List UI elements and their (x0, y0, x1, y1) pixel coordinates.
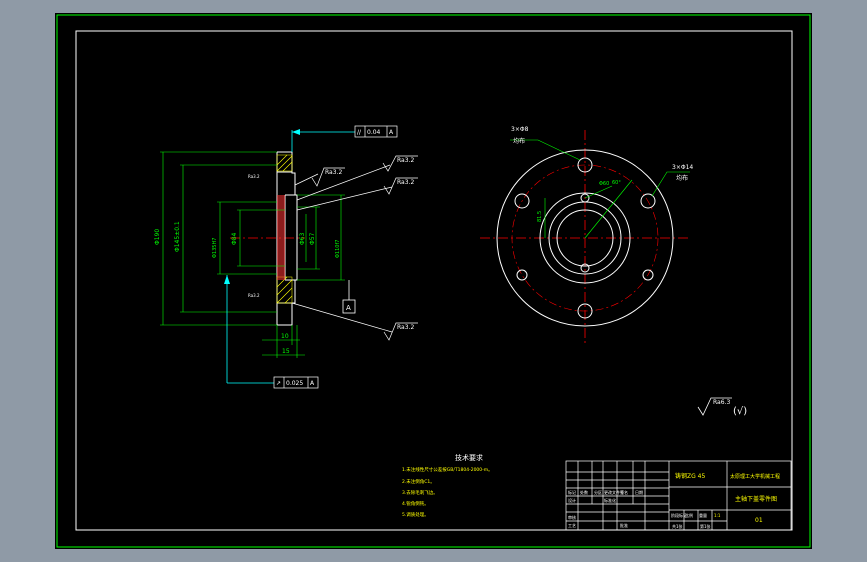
dim-d3: Φ135H7 (212, 238, 218, 258)
dim-half: 81.5 (537, 211, 543, 222)
general-roughness-value: Ra6.3 (713, 399, 730, 406)
tb-role-1: 审核 (568, 514, 576, 520)
tb-sheets-total: 共1张 (672, 523, 683, 529)
diameter-dims (160, 151, 345, 326)
tb-role-2: 工艺 (568, 523, 576, 528)
hole-label-2: 3×Φ14 (672, 164, 693, 171)
tb-school: 太原理工大学机械工程 (730, 473, 780, 480)
dim-d2: Φ145±0.1 (174, 221, 181, 252)
roughness-4: Ra3.2 (397, 324, 414, 331)
tol-top-symbol: // (357, 129, 362, 136)
tb-sheet: 第1张 (700, 523, 711, 529)
note-2: 2.未注倒角C1。 (402, 478, 435, 485)
title-block-text: 铸钢ZG 45 太原理工大学机械工程 主轴下盖零件图 01 1:1 重量 比例 … (568, 472, 780, 529)
note-4: 4.锐角倒钝。 (402, 500, 429, 507)
dim-w2: 15 (282, 348, 290, 355)
dim-d5: Φ63 (299, 232, 306, 245)
roughness-leaders (291, 155, 418, 341)
tb-weight-label: 重量 (699, 512, 707, 518)
roughness-1: Ra3.2 (325, 169, 342, 176)
width-dims (262, 325, 305, 358)
tol-bottom-datum: A (310, 380, 315, 387)
roughness-small-1: Ra3.2 (248, 174, 260, 179)
note-3: 3.去除毛刺飞边。 (402, 489, 438, 496)
tb-part-name: 主轴下盖零件图 (735, 495, 777, 503)
dim-d6: Φ57 (309, 232, 316, 245)
dim-d7: Φ110f7 (335, 240, 341, 258)
section-view: Φ190 Φ145±0.1 Φ135H7 Φ84 Φ63 Φ57 Φ110f7 … (154, 125, 418, 389)
tb-row-label-1: 处数 (580, 489, 588, 495)
datum-a-marker (342, 280, 356, 314)
roughness-small-2: Ra3.2 (248, 293, 260, 298)
outer-border (56, 14, 811, 548)
hole-leaders (510, 139, 690, 239)
title-block (565, 460, 792, 531)
inner-frame (75, 30, 793, 531)
dim-angle: 60° (612, 180, 621, 186)
note-5: 5.调质处理。 (402, 511, 429, 518)
tolerance-frame-top (291, 125, 398, 152)
general-roughness-suffix: (√) (733, 406, 747, 417)
hole-label-1b: 均布 (513, 137, 525, 145)
tb-row-label-3: 更改文件号 (604, 489, 624, 495)
front-view: 3×Φ8 均布 3×Φ14 均布 Φ60 60° 81.5 (480, 126, 693, 345)
roughness-3: Ra3.2 (397, 179, 414, 186)
tb-row-label-2: 分区 (594, 489, 602, 495)
hole-label-2b: 均布 (676, 174, 688, 182)
dim-d1: Φ190 (154, 229, 161, 245)
tb-scale: 1:1 (714, 513, 721, 518)
tol-bottom-value: 0.025 (286, 380, 303, 387)
tolerance-frame-bottom (224, 275, 319, 389)
dim-r: Φ60 (599, 181, 609, 187)
tb-role-3: 批准 (620, 522, 628, 528)
tol-bottom-symbol: ↗ (276, 380, 281, 387)
tb-row-label-0: 标记 (568, 489, 576, 495)
tol-top-datum: A (389, 129, 394, 136)
dim-d4: Φ84 (231, 232, 238, 245)
tb-drawing-no: 01 (755, 517, 763, 524)
datum-a-label: A (346, 304, 351, 312)
tb-stage-label: 阶段标记 (671, 512, 687, 518)
mounting-holes (514, 157, 656, 319)
dim-w1: 10 (281, 333, 289, 340)
notes-title: 技术要求 (455, 453, 483, 462)
tb-row-label-4: 签名 (620, 489, 628, 495)
tb-ratio-label: 比例 (685, 512, 693, 518)
tb-material: 铸钢ZG 45 (675, 472, 705, 480)
tb-role-0: 设计 (568, 497, 576, 503)
tol-top-value: 0.04 (367, 129, 381, 136)
roughness-2: Ra3.2 (397, 157, 414, 164)
bolt-circle-centerline (511, 164, 659, 312)
tb-row-label-5: 日期 (635, 489, 643, 495)
tb-std-label: 标准化 (604, 497, 616, 503)
section-hatch (276, 154, 293, 304)
general-roughness (697, 397, 732, 416)
note-1: 1.未注线性尺寸公差按GB/T1804-2000-m。 (402, 466, 493, 473)
hole-label-1: 3×Φ8 (511, 126, 529, 133)
drawing-sheet (55, 13, 812, 549)
